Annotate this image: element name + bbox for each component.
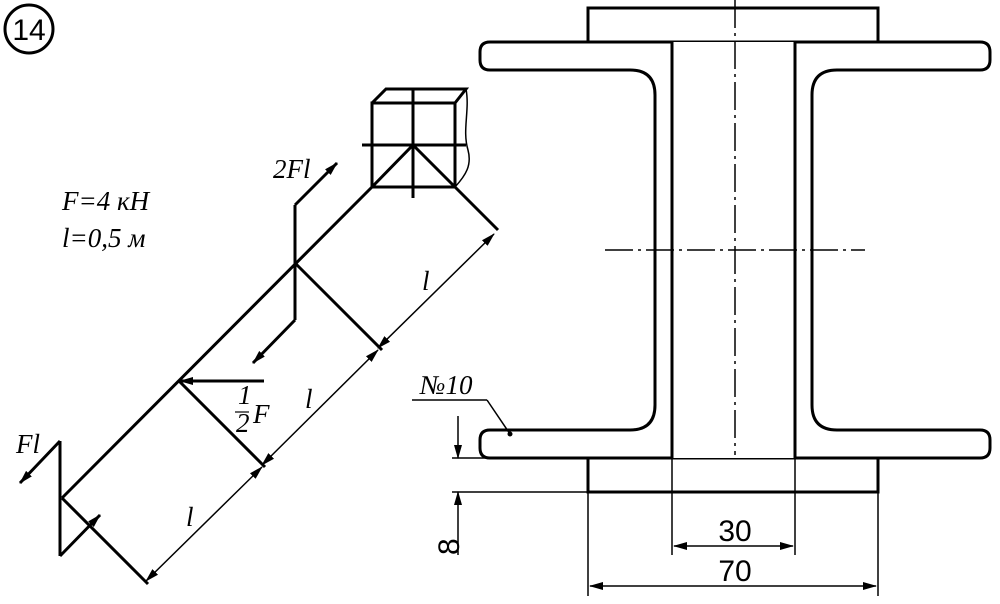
problem-number-badge: 14: [3, 3, 55, 55]
problem-number: 14: [12, 14, 45, 47]
extension-lines: [60, 185, 500, 586]
left-channel: [478, 40, 674, 460]
dim-seg1: l: [422, 266, 430, 296]
right-channel: [793, 40, 992, 460]
profile-leader: [412, 399, 513, 437]
dimension-lines: [145, 233, 495, 582]
label-half-f: 1 2 F: [235, 380, 270, 438]
dim-plate-width: [587, 492, 879, 596]
dim-thickness-label: 8: [433, 538, 466, 555]
dim-inner-width: [671, 458, 796, 555]
dim-thickness: [452, 416, 588, 555]
fixed-support: [362, 87, 470, 198]
beam: [60, 185, 374, 500]
dim-seg3: l: [186, 502, 194, 532]
half-f-denominator: 2: [236, 408, 250, 438]
label-2fl: 2Fl: [273, 154, 311, 184]
half-f-numerator: 1: [238, 380, 252, 410]
given-force: F=4 кН: [61, 186, 151, 216]
dim-seg2: l: [305, 384, 313, 414]
moment-2fl: [251, 161, 339, 365]
dim-plate-width-label: 70: [718, 555, 751, 588]
profile-label: №10: [419, 370, 473, 400]
cross-section: [478, 0, 992, 494]
moment-fl: [18, 439, 102, 558]
half-f-force: F: [252, 399, 270, 429]
dim-inner-width-label: 30: [718, 515, 751, 548]
given-length: l=0,5 м: [62, 223, 145, 253]
label-fl: Fl: [15, 429, 40, 459]
